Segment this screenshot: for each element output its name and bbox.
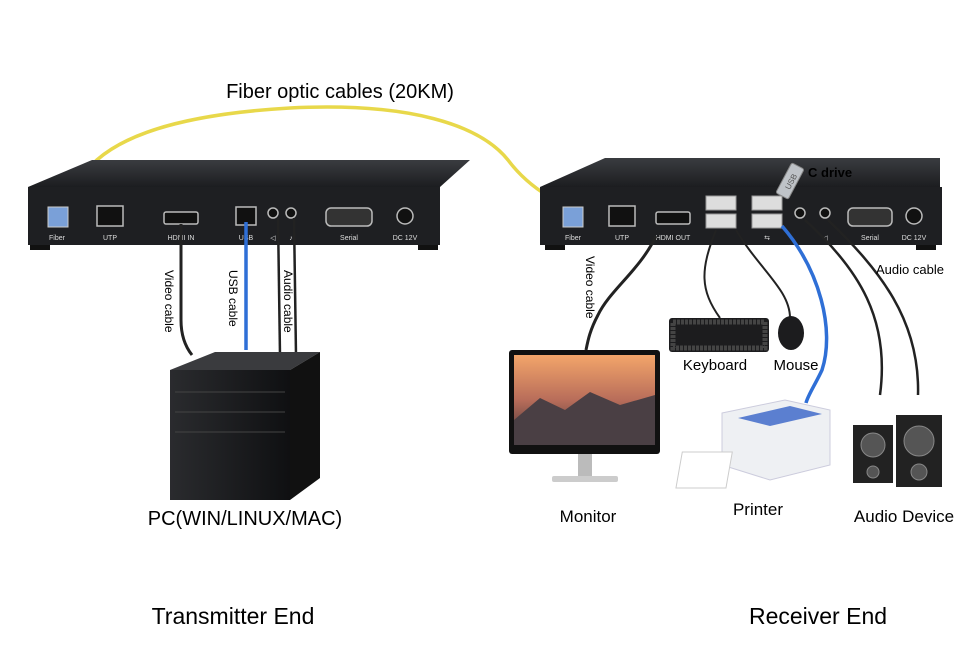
- tx-video-cable: [179, 224, 194, 356]
- c-drive-label: C drive: [808, 165, 852, 180]
- tx-usb-cable-label: USB cable: [226, 270, 240, 327]
- rx-port-label-dc: DC 12V: [902, 235, 927, 242]
- diagram-title: Fiber optic cables (20KM): [226, 81, 454, 103]
- printer-icon: [675, 399, 831, 489]
- audio-device-label: Audio Device: [854, 507, 954, 526]
- tx-port-label-dc: DC 12V: [393, 235, 418, 242]
- rx-port-label-fiber: Fiber: [565, 235, 582, 242]
- tx-audio-cable-2: [292, 217, 298, 356]
- rx-port-label-utp: UTP: [615, 235, 629, 242]
- tx-audio-cable-label: Audio cable: [281, 270, 295, 333]
- rx-mouse-cable: [735, 229, 791, 319]
- rx-audio-cable-label: Audio cable: [876, 262, 944, 277]
- monitor-label: Monitor: [560, 507, 617, 526]
- mouse-label: Mouse: [773, 357, 818, 374]
- tx-port-label-serial: Serial: [340, 235, 358, 242]
- receiver-unit: Fiber UTP HDMI OUT ⇆ ◁ Serial DC 12V: [540, 158, 942, 250]
- rx-keyboard-cable: [703, 229, 721, 319]
- tx-audio-cable-1: [276, 217, 282, 356]
- usb-icon: ⇆: [764, 235, 770, 242]
- rx-usb-printer-cable: [780, 224, 829, 404]
- rx-port-label-hdmi-out: HDMI OUT: [656, 235, 691, 242]
- speaker-icon-left: [853, 425, 893, 483]
- fiber-optic-cable: [76, 105, 549, 198]
- printer-label: Printer: [733, 500, 783, 519]
- rx-port-label-serial: Serial: [861, 235, 879, 242]
- tx-video-cable-label: Video cable: [162, 270, 176, 333]
- rx-video-cable-label: Video cable: [583, 256, 597, 319]
- usb-stick-icon: USB: [776, 162, 804, 200]
- tx-port-label-fiber: Fiber: [49, 235, 66, 242]
- rx-audio-cable-1: [804, 219, 884, 396]
- microphone-icon: ♪: [289, 235, 293, 242]
- pc-tower-icon: [170, 352, 320, 500]
- receiver-end-label: Receiver End: [749, 603, 887, 629]
- keyboard-icon: [669, 318, 769, 352]
- tx-port-label-utp: UTP: [103, 235, 117, 242]
- transmitter-unit: Fiber UTP HDMI IN USB ◁ ♪ Serial DC 12V: [28, 160, 470, 250]
- keyboard-label: Keyboard: [683, 357, 747, 374]
- mouse-icon: [778, 316, 804, 350]
- monitor-icon: [509, 350, 660, 482]
- speaker-icon-right: [896, 415, 942, 487]
- rx-video-cable: [584, 235, 658, 351]
- pc-label: PC(WIN/LINUX/MAC): [148, 508, 342, 530]
- speaker-icon: ◁: [270, 235, 276, 242]
- rx-audio-cable-2: [827, 219, 920, 396]
- transmitter-end-label: Transmitter End: [152, 603, 315, 629]
